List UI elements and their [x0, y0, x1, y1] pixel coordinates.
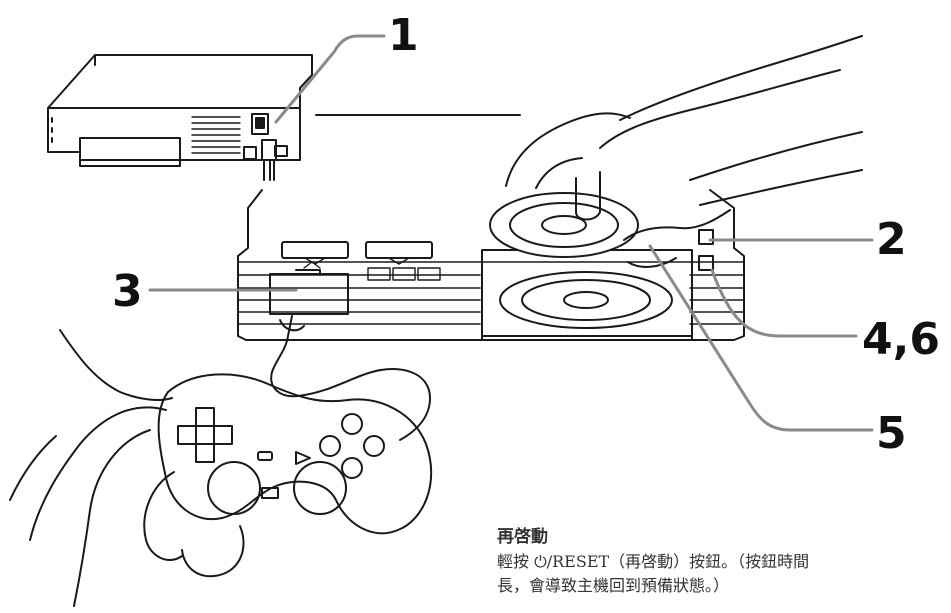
leader-lines	[148, 34, 874, 432]
face-buttons	[319, 413, 385, 479]
callout-1: 1	[388, 10, 419, 61]
leader-1	[274, 34, 386, 124]
vent-grille	[191, 116, 241, 154]
caption-line-1: 輕按 ⏻/RESET（再啓動）按鈕。（按鈕時間	[497, 552, 810, 571]
console-back-view	[47, 54, 313, 181]
caption-line-2: 長，會導致主機回到預備狀態。）	[497, 576, 730, 595]
console-front-view	[237, 114, 745, 341]
callout-5: 5	[876, 408, 907, 459]
dpad	[177, 407, 233, 463]
restart-caption: 再啓動 輕按 ⏻/RESET（再啓動）按鈕。（按鈕時間 長，會導致主機回到預備狀…	[497, 524, 951, 598]
callout-2: 2	[876, 214, 907, 265]
reset-button	[698, 229, 714, 245]
eject-button	[698, 255, 714, 271]
caption-title: 再啓動	[497, 527, 548, 547]
memory-card-slots	[367, 267, 441, 281]
callout-3: 3	[112, 266, 143, 317]
callout-4-6: 4,6	[862, 314, 940, 365]
leader-4-6	[710, 268, 858, 338]
hand-placing-disc	[489, 35, 863, 268]
controller-cable	[270, 315, 431, 441]
disc-tray	[481, 249, 693, 341]
leader-5	[648, 244, 874, 432]
controller	[9, 329, 433, 607]
memory-card	[269, 261, 349, 315]
